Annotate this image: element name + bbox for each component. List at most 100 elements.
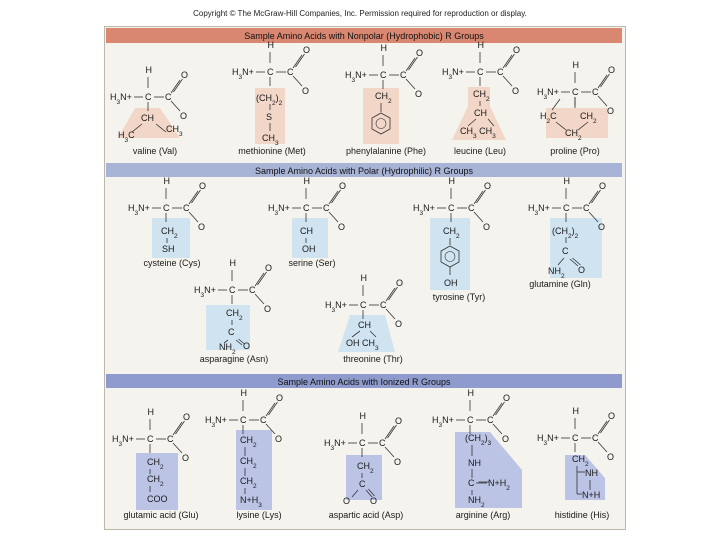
bond-line xyxy=(369,330,377,338)
asparagine-ch2-label: CH2 xyxy=(226,308,243,322)
double-bond-line xyxy=(265,402,276,417)
methionine-amino-group-label: H3N+ xyxy=(232,67,254,81)
double-bond-line xyxy=(387,424,397,439)
bond-line xyxy=(223,339,229,344)
double-bond-line xyxy=(257,271,267,286)
valine-name: valine (Val) xyxy=(133,146,177,156)
serine-carbonyl-oxygen-label: O xyxy=(339,181,346,191)
glutamic-acid-alpha-h-label: H xyxy=(148,407,155,417)
phenylalanine-carboxyl-oxygen-label: O xyxy=(415,89,422,99)
asparagine-carboxyl-oxygen-label: O xyxy=(264,304,271,314)
histidine-r-group-highlight xyxy=(565,455,605,500)
methionine-alpha-carbon-label: C xyxy=(267,67,274,77)
phenylalanine-ch2-label: CH2 xyxy=(375,91,392,105)
phenylalanine-alpha-h-label: H xyxy=(381,43,388,53)
asparagine-amide-oxygen-label: O xyxy=(243,341,250,351)
glutamine-amino-group-label: H3N+ xyxy=(528,203,550,217)
bond-line xyxy=(265,423,276,435)
bond-line xyxy=(405,78,416,90)
glutamic-acid-ch2b-label: CH2 xyxy=(147,474,164,488)
bond-line xyxy=(588,211,599,223)
histidine-name: histidine (His) xyxy=(555,510,610,520)
bond-line xyxy=(131,123,143,133)
lysine-ch2b-label: CH2 xyxy=(240,456,257,470)
lysine-amino-group-label: H3N+ xyxy=(205,415,227,429)
methionine-carboxyl-carbon-label: C xyxy=(287,67,294,77)
asparagine-alpha-carbon-label: C xyxy=(229,285,236,295)
aspartic-acid-carboxylate-carbon-label: C xyxy=(359,479,366,489)
serine-alpha-h-label: H xyxy=(304,176,311,186)
aspartic-acid-alpha-h-label: H xyxy=(360,411,367,421)
nonpolar-section-title: Sample Amino Acids with Nonpolar (Hydrop… xyxy=(244,31,484,41)
methionine-r-group-highlight xyxy=(255,88,285,144)
double-bond-line xyxy=(505,53,515,68)
glutamic-acid-alpha-carbon-label: C xyxy=(147,434,154,444)
glutamic-acid-carboxyl-oxygen-label: O xyxy=(182,453,189,463)
tyrosine-carboxyl-carbon-label: C xyxy=(468,203,475,213)
aspartic-acid-carboxyl-carbon-label: C xyxy=(379,438,386,448)
double-bond-line xyxy=(191,189,201,204)
bond-line xyxy=(557,257,565,266)
double-bond-line xyxy=(238,338,245,345)
serine-amino-group-label: H3N+ xyxy=(268,203,290,217)
double-bond-line xyxy=(591,189,601,204)
serine-r-group-highlight xyxy=(292,218,328,258)
serine-carboxyl-carbon-label: C xyxy=(323,203,330,213)
double-bond-line xyxy=(188,190,199,205)
asparagine-alpha-h-label: H xyxy=(230,258,237,268)
methionine-ch3-label: CH3 xyxy=(262,133,279,147)
glutamine-carboxyl-carbon-label: C xyxy=(583,203,590,213)
valine-ch3-label: CH3 xyxy=(166,124,183,138)
arginine-guanidinium-carbon-label: C xyxy=(468,478,475,488)
histidine-alpha-h-label: H xyxy=(573,406,580,416)
bond-line xyxy=(351,489,359,498)
tyrosine-carbonyl-oxygen-label: O xyxy=(484,181,491,191)
leucine-r-group-highlight xyxy=(452,87,506,140)
lysine-ch2a-label: CH2 xyxy=(240,435,257,449)
phenylalanine-alpha-carbon-label: C xyxy=(380,70,387,80)
leucine-alpha-h-label: H xyxy=(478,40,485,50)
histidine-nh-plus-label: N+H xyxy=(582,490,600,500)
tyrosine-carboxyl-oxygen-label: O xyxy=(483,222,490,232)
serine-ch-label: CH xyxy=(300,226,313,236)
serine-carboxyl-oxygen-label: O xyxy=(338,222,345,232)
double-bond-line xyxy=(331,189,341,204)
lysine-nh3-label: N+H3 xyxy=(240,495,262,509)
leucine-carboxyl-carbon-label: C xyxy=(497,67,504,77)
tyrosine-oh-label: OH xyxy=(444,278,458,288)
proline-carboxyl-carbon-label: C xyxy=(592,87,599,97)
valine-h3c-label: H3C xyxy=(118,130,135,144)
arginine-amino-group-label: H3N+ xyxy=(432,415,454,429)
tyrosine-alpha-h-label: H xyxy=(449,176,456,186)
bond-line xyxy=(502,75,513,87)
cysteine-carbonyl-oxygen-label: O xyxy=(199,181,206,191)
double-bond-line xyxy=(492,402,503,417)
proline-alpha-carbon-label: C xyxy=(572,87,579,97)
methionine-alpha-h-label: H xyxy=(268,40,275,50)
bond-line xyxy=(492,423,503,435)
ionized-section-title: Sample Amino Acids with Ionized R Groups xyxy=(277,377,451,387)
proline-ring-ch2-label: CH2 xyxy=(565,128,582,142)
phenylalanine-name: phenylalanine (Phe) xyxy=(346,146,426,156)
arginine-name: arginine (Arg) xyxy=(456,510,511,520)
bond-line xyxy=(328,211,339,223)
cysteine-amino-group-label: H3N+ xyxy=(128,203,150,217)
aspartic-acid-alpha-carbon-label: C xyxy=(359,438,366,448)
bond-line xyxy=(170,100,181,112)
phenylalanine-carboxyl-carbon-label: C xyxy=(400,70,407,80)
bond-line xyxy=(597,441,608,453)
arginine-carboxyl-carbon-label: C xyxy=(487,415,494,425)
bond-line xyxy=(172,442,183,454)
phenylalanine-carbonyl-oxygen-label: O xyxy=(416,48,423,58)
threonine-ch-label: CH xyxy=(358,320,371,330)
cysteine-name: cysteine (Cys) xyxy=(143,258,200,268)
aspartic-acid-carboxyl-oxygen-label: O xyxy=(394,457,401,467)
valine-carbonyl-oxygen-label: O xyxy=(181,70,188,80)
double-bond-line xyxy=(170,79,181,94)
valine-carboxyl-carbon-label: C xyxy=(165,92,172,102)
histidine-nh-label: NH xyxy=(585,468,598,478)
polar-section-title: Sample Amino Acids with Polar (Hydrophil… xyxy=(255,166,474,176)
double-bond-line xyxy=(172,421,183,436)
double-bond-line xyxy=(495,401,505,416)
